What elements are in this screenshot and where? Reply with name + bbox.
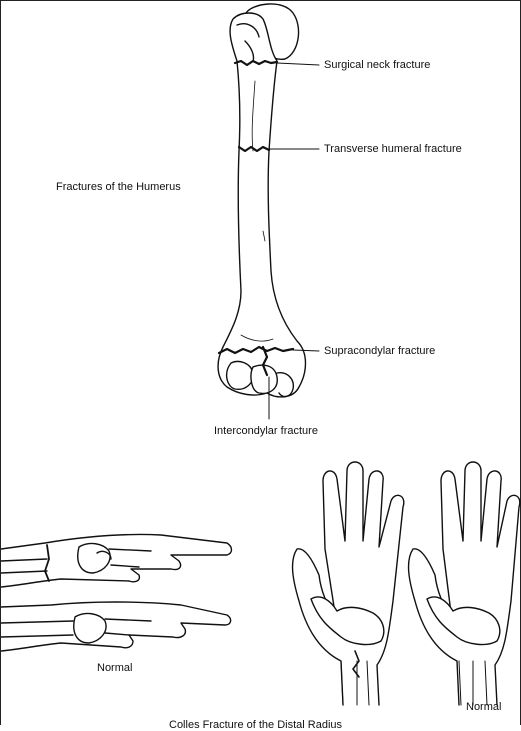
label-normal-hand: Normal — [466, 701, 502, 713]
label-intercondylar-fracture: Intercondylar fracture — [214, 425, 318, 437]
hand-fracture — [291, 461, 405, 706]
humerus-bone — [217, 3, 307, 398]
forearm-normal — [1, 601, 232, 652]
leader-lines — [268, 62, 320, 420]
label-surgical-neck-fracture: Surgical neck fracture — [324, 59, 431, 71]
hand-normal — [407, 461, 521, 706]
forearm-fracture — [1, 533, 233, 588]
bottom-caption: Colles Fracture of the Distal Radius — [169, 719, 343, 731]
label-supracondylar-fracture: Supracondylar fracture — [324, 345, 436, 357]
section-title: Fractures of the Humerus — [56, 181, 181, 193]
label-transverse-humeral-fracture: Transverse humeral fracture — [324, 143, 462, 155]
fracture-lines — [217, 59, 295, 377]
label-normal-forearm: Normal — [97, 662, 133, 674]
